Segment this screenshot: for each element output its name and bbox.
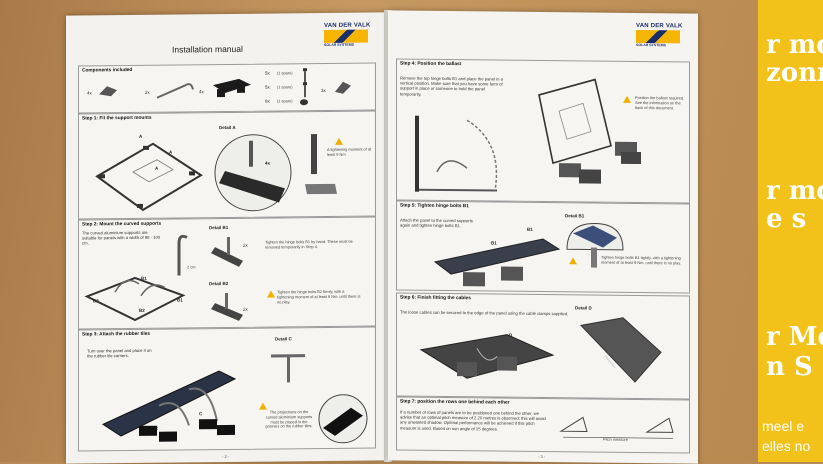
- step2-note-b1: Tighten the hinge bolts B1 by hand. Thes…: [265, 240, 353, 251]
- detail-b1-circle: [563, 219, 627, 274]
- curved-support-icon: [155, 79, 195, 99]
- detail-c-tile-circle: [315, 393, 371, 444]
- warning-icon: [335, 138, 343, 145]
- step5-section: Step 5: Tighten hinge bolts B1 Attach th…: [396, 200, 690, 293]
- support-mount-icon: [97, 82, 119, 98]
- step7-text: If a number of rows of panels are to be …: [400, 410, 550, 432]
- components-heading: Components included: [82, 68, 132, 74]
- vertical-panel-diagram: [407, 112, 507, 199]
- warning-icon: [267, 290, 275, 297]
- brand-logo: VAN DER VALK SOLAR SYSTEMS: [324, 22, 384, 49]
- step7-heading: Step 7: position the rows one behind eac…: [400, 400, 510, 406]
- step1-note: A tightening moment of at least 9 Nm: [327, 147, 375, 157]
- manual-page-right: VAN DER VALK SOLAR SYSTEMS Step 4: Posit…: [388, 10, 698, 463]
- panel-underside-diagram: [417, 332, 557, 395]
- pitch-measure-label: Pitch measure: [603, 438, 628, 443]
- step3-note: The projections on the curved aluminium …: [265, 410, 313, 430]
- box-text: r mo: [766, 176, 823, 206]
- detail-a-label: Detail A: [219, 125, 236, 130]
- box-text: zonn: [766, 58, 823, 88]
- detail-b1-label: Detail B1: [565, 213, 584, 218]
- box-text: r Mo: [766, 322, 823, 352]
- panel-on-supports-diagram: [433, 232, 563, 289]
- step5-note: Tighten hinge bolts B1 tightly, with a t…: [601, 256, 683, 266]
- step6-text: The loose cables can be secured to the e…: [400, 310, 570, 317]
- step4-heading: Step 4: Position the ballast: [400, 62, 461, 68]
- page-number: - 2 -: [222, 454, 229, 459]
- curved-support-diagram: [167, 231, 191, 277]
- box-small-text: meel e: [762, 418, 804, 434]
- step6-heading: Step 6: Finish fitting the cables: [400, 296, 471, 302]
- step3-section: Step 3: Attach the rubber tiles Turn ove…: [78, 326, 376, 451]
- step2-note-b2: Tighten the hinge bolts B2 firmly, with …: [277, 290, 361, 305]
- warning-icon: [623, 96, 631, 103]
- panel-with-supports-diagram: [85, 273, 185, 326]
- box-text: e s: [766, 204, 806, 234]
- panel-frame-diagram: [93, 135, 203, 212]
- box-text: n S: [766, 352, 813, 382]
- step4-text: Remove the top hinge bolts B1 and place …: [400, 76, 504, 98]
- step5-heading: Step 5: Tighten hinge bolts B1: [400, 204, 469, 210]
- box-small-text: elles no: [762, 438, 810, 454]
- detail-b1-diagram: [209, 233, 249, 269]
- step4-note: Position the ballast required. See the i…: [635, 96, 687, 111]
- detail-b2-label: Detail B2: [209, 281, 228, 286]
- logo-flag-icon: [324, 30, 368, 43]
- step3-text: Turn over the panel and place it on the …: [87, 348, 153, 359]
- cable-clamp-icon: [333, 80, 353, 96]
- page-title: Installation manual: [172, 44, 243, 55]
- detail-d-label: Detail D: [575, 305, 592, 310]
- step2-heading: Step 2: Mount the curved supports: [82, 222, 161, 228]
- detail-c-support-diagram: [269, 350, 309, 384]
- components-section: Components included 4x 2x 4x 5x (1 spare…: [78, 62, 376, 113]
- screw-icon: [301, 82, 309, 98]
- step2-text: The curved aluminium supports are suitab…: [82, 230, 162, 246]
- step6-section: Step 6: Finish fitting the cables The lo…: [396, 292, 690, 399]
- rubber-tile-icon: [209, 77, 253, 101]
- step2-section: Step 2: Mount the curved supports The cu…: [78, 216, 376, 329]
- manual-page-left: Installation manual VAN DER VALK SOLAR S…: [66, 12, 388, 463]
- step4-section: Step 4: Position the ballast Remove the …: [396, 58, 690, 203]
- detail-c-label: Detail C: [275, 336, 292, 341]
- ballast-diagram: [535, 75, 645, 196]
- warning-icon: [259, 403, 267, 410]
- detail-b1-label: Detail B1: [209, 225, 228, 230]
- step1-section: Step 1: Fit the support mounts A A A A D…: [78, 110, 376, 219]
- yellow-product-box: r mo zonn r mo e s r Mo n S meel e elles…: [758, 0, 823, 462]
- warning-icon: [569, 257, 577, 264]
- detail-d-diagram: [575, 315, 665, 388]
- box-text: r mo: [766, 30, 823, 60]
- washer-icon: [299, 98, 309, 106]
- detail-a-circle: [209, 132, 299, 213]
- step7-section: Step 7: position the rows one behind eac…: [396, 396, 690, 453]
- step3-heading: Step 3: Attach the rubber tiles: [82, 332, 150, 338]
- panel-on-tiles-diagram: [99, 365, 259, 451]
- page-number: - 3 -: [538, 454, 545, 459]
- step1-heading: Step 1: Fit the support mounts: [82, 116, 152, 122]
- brand-logo: VAN DER VALK SOLAR SYSTEMS: [636, 23, 696, 50]
- step5-text: Attach the panel to the curved supports …: [400, 218, 480, 229]
- logo-flag-icon: [636, 30, 680, 43]
